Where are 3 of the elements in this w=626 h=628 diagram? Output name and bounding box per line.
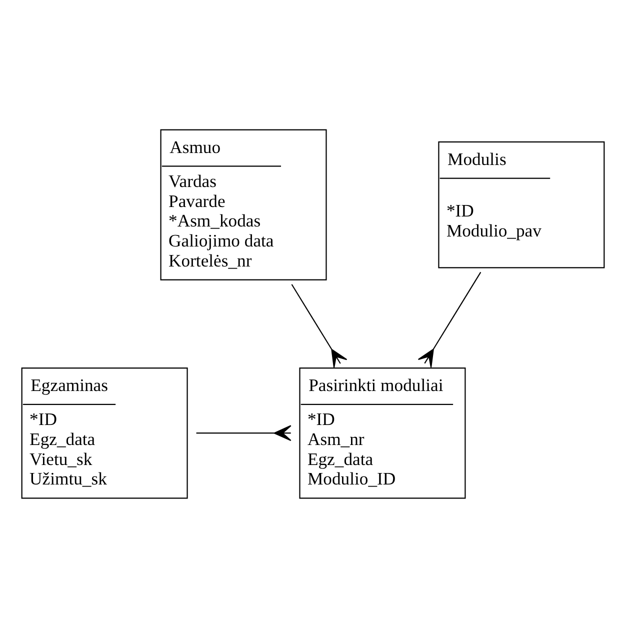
connector bbox=[418, 272, 482, 368]
connector bbox=[291, 284, 348, 368]
connector bbox=[196, 425, 292, 442]
